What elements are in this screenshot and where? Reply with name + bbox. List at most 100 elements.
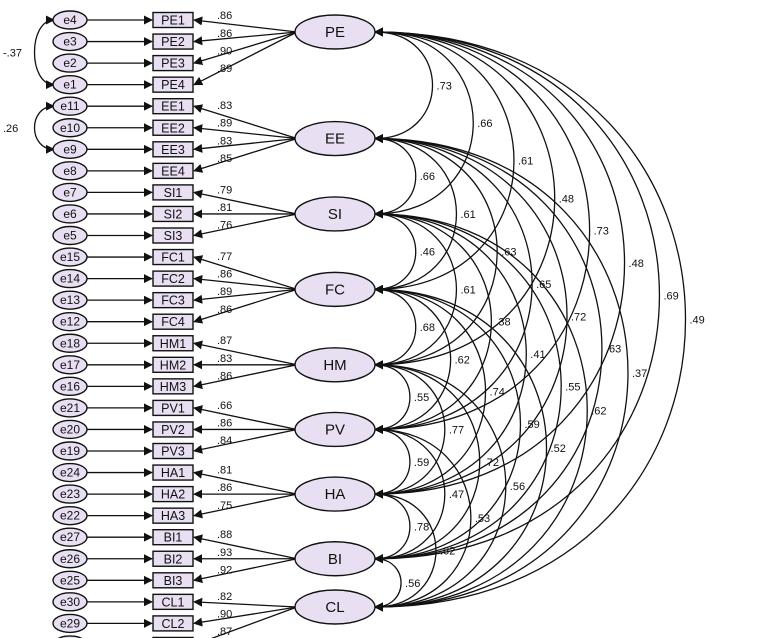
loading-path-fc1 bbox=[193, 255, 298, 290]
loading-label-hm3: .86 bbox=[217, 370, 232, 382]
loading-label-fc4: .86 bbox=[217, 304, 232, 316]
correlation-arc-ee-fc bbox=[374, 133, 458, 294]
correlation-arc-hm-cl bbox=[374, 360, 507, 612]
loading-path-ee4 bbox=[193, 137, 298, 173]
correlation-label-hm-ha: .77 bbox=[449, 424, 464, 436]
error-node-e1 bbox=[52, 74, 88, 95]
correlation-label-pe-ee: .73 bbox=[437, 80, 452, 92]
indicator-box-pv3 bbox=[152, 442, 194, 460]
correlation-arc-pe-fc bbox=[374, 27, 515, 294]
indicator-box-si3 bbox=[152, 227, 194, 244]
loading-path-pe3 bbox=[193, 31, 298, 66]
indicator-box-hm2 bbox=[152, 356, 194, 373]
indicator-box-fc3 bbox=[152, 291, 194, 309]
correlation-label-ee-si: .66 bbox=[420, 171, 435, 183]
correlation-label-pe-si: .66 bbox=[477, 118, 492, 130]
indicator-box-ha3 bbox=[152, 507, 194, 524]
indicator-box-pe1 bbox=[152, 11, 194, 29]
latent-node-fc bbox=[294, 271, 376, 308]
error-node-e5 bbox=[52, 225, 88, 246]
correlation-label-ee-pv: .65 bbox=[536, 279, 551, 291]
error-node-e25 bbox=[52, 570, 88, 590]
indicator-label-bi3: BI3 bbox=[164, 574, 183, 588]
latent-node-pe bbox=[294, 14, 376, 50]
error-node-e13 bbox=[52, 290, 88, 310]
error-node-e17 bbox=[52, 355, 88, 375]
correlation-label-si-bi: .55 bbox=[565, 381, 580, 393]
indicator-label-ee2: EE2 bbox=[161, 121, 185, 135]
indicator-box-pv2 bbox=[152, 421, 194, 438]
error-node-e18 bbox=[52, 333, 88, 353]
loading-path-ha3 bbox=[193, 493, 298, 519]
correlation-arc-ha-cl bbox=[374, 489, 437, 612]
error-label-e29: e29 bbox=[60, 616, 80, 630]
error-label-e22: e22 bbox=[60, 509, 80, 523]
correlation-label-ee-bi: .63 bbox=[606, 344, 621, 356]
indicator-box-pe4 bbox=[152, 76, 194, 93]
latent-label-hm: HM bbox=[323, 357, 346, 374]
error-label-e1: e1 bbox=[63, 78, 77, 92]
loading-label-hm2: .83 bbox=[217, 353, 232, 365]
indicator-label-pe1: PE1 bbox=[161, 14, 185, 28]
loading-label-ee1: .83 bbox=[217, 100, 232, 112]
error-label-e26: e26 bbox=[60, 552, 80, 566]
indicator-label-si1: SI1 bbox=[164, 186, 183, 200]
coefficient-labels: .73.66.61.48.73.48.69.49.66.61.63.65.72.… bbox=[3, 10, 705, 638]
correlation-arc-fc-hm bbox=[374, 284, 417, 370]
correlation-arc-pe-hm bbox=[374, 27, 556, 370]
loading-path-bi3 bbox=[193, 558, 298, 584]
error-label-e13: e13 bbox=[60, 293, 80, 307]
correlation-arc-pv-bi bbox=[374, 424, 446, 564]
correlation-label-pe-ha: .48 bbox=[629, 258, 644, 270]
indicator-label-ee3: EE3 bbox=[161, 143, 185, 157]
loading-path-pv3 bbox=[193, 428, 298, 454]
indicator-label-fc4: FC4 bbox=[161, 315, 185, 329]
latent-label-ha: HA bbox=[325, 486, 346, 503]
indicator-label-ee1: EE1 bbox=[161, 100, 185, 114]
error-node-e29 bbox=[52, 613, 88, 634]
error-label-e19: e19 bbox=[60, 444, 80, 458]
latent-label-fc: FC bbox=[325, 281, 345, 298]
error-label-e21: e21 bbox=[60, 401, 80, 415]
correlation-arc-pe-si bbox=[374, 27, 474, 219]
error-node-e16 bbox=[52, 376, 88, 397]
indicator-label-cl1: CL1 bbox=[162, 595, 185, 609]
indicator-box-fc2 bbox=[152, 270, 194, 287]
latent-node-si bbox=[294, 196, 376, 232]
correlation-arc-bi-cl bbox=[374, 554, 402, 612]
correlation-arc-hm-pv bbox=[374, 360, 411, 434]
correlation-label-si-cl: .62 bbox=[591, 405, 606, 417]
error-node-e9 bbox=[52, 139, 88, 160]
error-label-e20: e20 bbox=[60, 422, 80, 436]
loading-label-si2: .81 bbox=[217, 202, 232, 214]
loading-label-bi2: .93 bbox=[217, 547, 232, 559]
correlation-label-fc-bi: .59 bbox=[524, 419, 539, 431]
indicator-label-pv1: PV1 bbox=[161, 401, 185, 415]
correlation-label-pv-ha: .59 bbox=[414, 457, 429, 469]
indicator-label-bi2: BI2 bbox=[164, 552, 183, 566]
loading-path-fc4 bbox=[193, 288, 298, 324]
indicator-box-bi2 bbox=[152, 550, 194, 567]
correlation-label-hm-bi: .72 bbox=[484, 457, 499, 469]
correlation-arc-pv-cl bbox=[374, 424, 472, 612]
latent-label-pv: PV bbox=[325, 421, 345, 438]
error-label-e16: e16 bbox=[60, 379, 80, 393]
correlation-label-pe-bi: .69 bbox=[663, 290, 678, 302]
loading-path-ha1 bbox=[193, 469, 298, 495]
loading-label-ee3: .83 bbox=[217, 135, 232, 147]
correlation-arc-ee-bi bbox=[374, 133, 603, 564]
loading-label-si1: .79 bbox=[217, 184, 232, 196]
indicator-label-ha2: HA2 bbox=[161, 488, 185, 502]
error-node-e15 bbox=[52, 247, 88, 267]
correlation-arc-ha-bi bbox=[374, 489, 411, 564]
correlation-label-pv-bi: .47 bbox=[449, 489, 464, 501]
error-label-e5: e5 bbox=[63, 229, 77, 243]
error-label-e6: e6 bbox=[63, 207, 77, 221]
loading-path-pe4 bbox=[193, 31, 298, 86]
correlation-arc-pe-ee bbox=[374, 27, 433, 144]
loading-label-ha3: .75 bbox=[217, 500, 232, 512]
error-node-e22 bbox=[52, 505, 88, 526]
error-label-e15: e15 bbox=[60, 250, 80, 264]
indicator-box-fc1 bbox=[152, 248, 194, 266]
loading-label-ha1: .81 bbox=[217, 464, 232, 476]
